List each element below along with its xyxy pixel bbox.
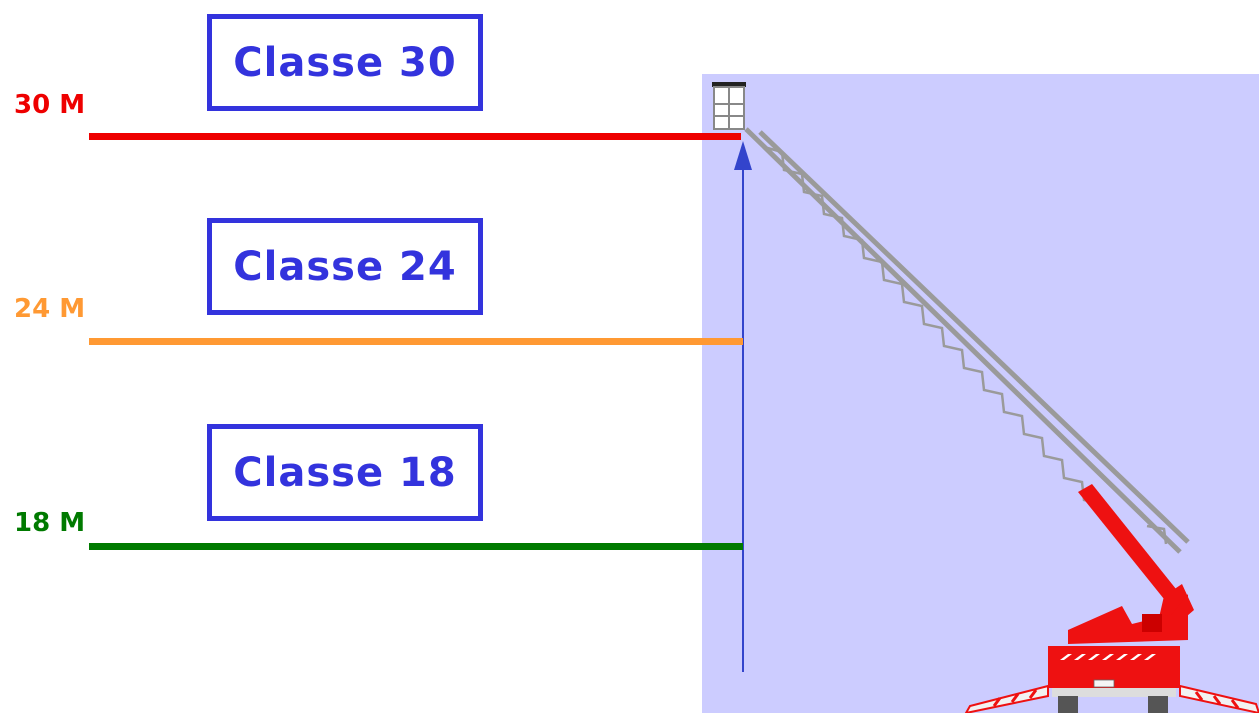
class-18-box: Classe 18 [207, 424, 483, 521]
truck-body [1048, 646, 1180, 713]
level-line-18 [89, 543, 743, 550]
level-label-24: 24 M [14, 294, 86, 324]
class-30-box: Classe 30 [207, 14, 483, 111]
level-label-30: 30 M [14, 90, 86, 120]
aerial-ladder-truck-icon [712, 82, 1259, 713]
illustration-panel [702, 74, 1259, 713]
level-line-30 [89, 133, 741, 140]
level-line-24 [89, 338, 743, 345]
class-24-box: Classe 24 [207, 218, 483, 315]
height-arrow-icon [734, 141, 752, 672]
ladder-truss [744, 127, 1190, 554]
level-label-18: 18 M [14, 508, 86, 538]
truck-turret [1068, 594, 1188, 644]
ladder-basket [712, 82, 746, 130]
truck-outriggers [964, 684, 1259, 713]
